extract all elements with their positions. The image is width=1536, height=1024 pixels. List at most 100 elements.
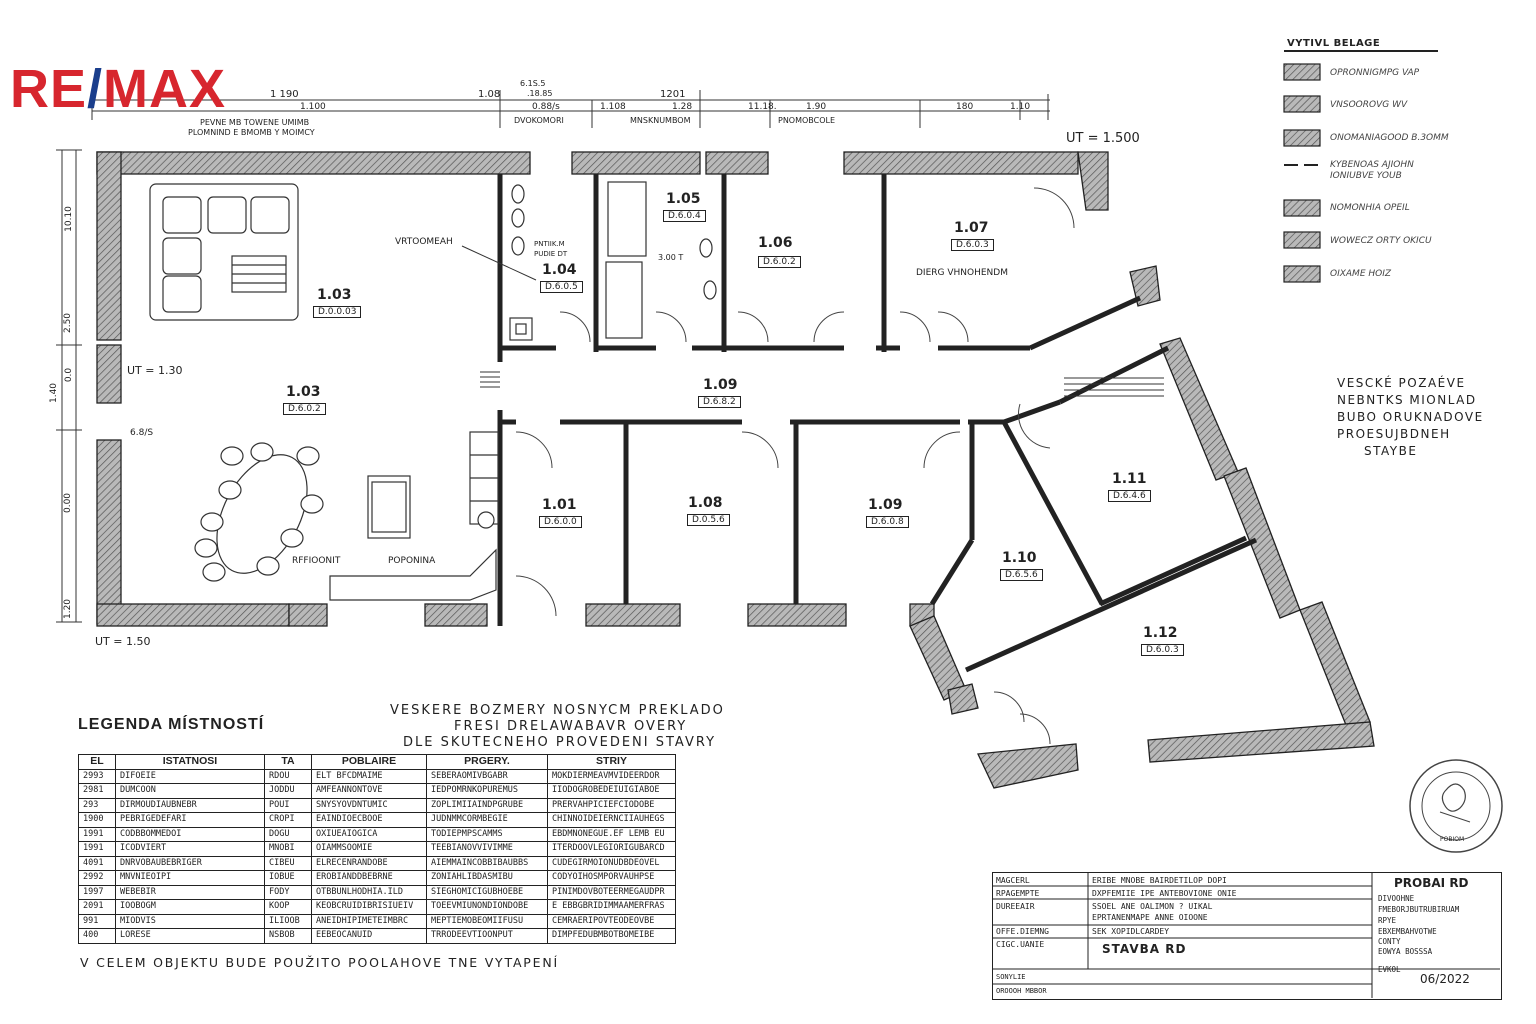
legend-cell: SNYSYOVDNTUMIC (311, 797, 427, 813)
legend-cell: CEMRAERIPOVTEODEOVBE (547, 913, 676, 929)
ut-label-top: UT = 1.500 (1066, 131, 1140, 146)
door-swings (515, 187, 1075, 745)
legend-cell: NSBOB (264, 928, 312, 944)
key-item-6: WOWECZ ORTY OKICU (1330, 236, 1432, 246)
tb-value: EPRTANENMAPE ANNE OIOONE (1092, 913, 1208, 922)
ut-label-left: UT = 1.30 (127, 364, 183, 377)
label-dining: RFFIOONIT (292, 556, 341, 566)
walls (96, 151, 1375, 789)
legend-cell: FODY (264, 884, 312, 900)
left-dimension-lines (56, 149, 82, 623)
room-id-1-04: 1.04 (542, 262, 577, 278)
legend-cell: 2091 (78, 899, 116, 915)
legend-cell: ELT BFCDMAIME (311, 768, 427, 784)
tb-info: CONTY (1378, 937, 1401, 946)
room-id-1-01: 1.01 (542, 497, 577, 513)
right-note-3: BUBO ORUKNADOVE (1337, 410, 1484, 424)
heating-note: V CELEM OBJEKTU BUDE POUŽITO POOLAHOVE T… (80, 955, 559, 970)
room-id-1-10: 1.10 (1002, 550, 1037, 566)
legend-cell: DIFOEIE (115, 768, 265, 784)
legend-cell: MEPTIEMOBEOMIIFUSU (426, 913, 548, 929)
room-id-1-08: 1.08 (688, 495, 723, 511)
legend-cell: 2981 (78, 783, 116, 799)
room-id-1-11: 1.11 (1112, 471, 1147, 487)
legend-cell: KOOP (264, 899, 312, 915)
dim-row2-4: 1.28 (672, 102, 693, 112)
top-note-5: PNOMOBCOLE (778, 116, 836, 125)
room-id-1-03a: 1.03 (317, 287, 352, 303)
legend-cell: SIEGHOMICIGUBHOEBE (426, 884, 548, 900)
remax-logo: RE/MAX (10, 59, 227, 119)
legend-cell: JODDU (264, 783, 312, 799)
title-block (992, 872, 1502, 1000)
legend-cell: 1997 (78, 884, 116, 900)
label-bath-dim: 3.00 T (658, 253, 684, 262)
top-note-1: PEVNE MB TOWENE UMIMB (200, 118, 310, 127)
dim-left-4: 1.40 (49, 382, 60, 404)
room-area-1-07: D.6.0.3 (951, 239, 994, 251)
legend-cell: DIRMOUDIAUBNEBR (115, 797, 265, 813)
legend-cell: 4091 (78, 855, 116, 871)
legend-cell: OTBBUNLHODHIA.ILD (311, 884, 427, 900)
legend-cell: MNOBI (264, 841, 312, 857)
legend-cell: PRERVAHPICIEFCIODOBE (547, 797, 676, 813)
legend-cell: MOKDIERMEAVMVIDEERDOR (547, 768, 676, 784)
legend-cell: ZOPLIMIIAINDPGRUBE (426, 797, 548, 813)
label-room-107: DIERG VHNOHENDM (916, 268, 1008, 278)
stamp-seal (1409, 759, 1503, 853)
legend-cell: ITERDOOVLEGIORIGUBARCD (547, 841, 676, 857)
key-item-4: KYBENOAS AJIOHN IONIUBVE YOUB (1330, 160, 1414, 181)
legend-cell: CIBEU (264, 855, 312, 871)
dim-left-6: 1.20 (63, 598, 74, 620)
key-swatches (1283, 63, 1321, 283)
tb-value: DXPFEMIIE IPE ANTEBOVIONE ONIE (1092, 889, 1237, 898)
legend-cell: DOGU (264, 826, 312, 842)
dim-row2-5: 11.18. (748, 102, 777, 112)
tb-date-label: EVKOL (1378, 965, 1401, 974)
tb-label: CIGC.UANIE (996, 940, 1045, 949)
room-id-1-09: 1.09 (868, 497, 903, 513)
legend-cell: OXIUEAIOGICA (311, 826, 427, 842)
legend-header-cell: PRGERY. (426, 754, 548, 770)
legend-cell: OIAMMSOOMIE (311, 841, 427, 857)
room-area-1-11: D.6.4.6 (1108, 490, 1151, 502)
legend-cell: KEOBCRUIDIBRISIUEIV (311, 899, 427, 915)
dim-top-small-2: .18.85 (527, 89, 553, 98)
room-id-1-09-hall: 1.09 (703, 377, 738, 393)
legend-cell: RDOU (264, 768, 312, 784)
legend-cell: WEBEBIR (115, 884, 265, 900)
room-area-1-05: D.6.0.4 (663, 210, 706, 222)
legend-cell: DNRVOBAUBEBRIGER (115, 855, 265, 871)
dims-note-1: VESKERE BOZMERY NOSNYCM PREKLADO (390, 703, 725, 718)
dim-top-1: 1 190 (270, 89, 299, 100)
legend-title: LEGENDA MÍSTNOSTÍ (78, 716, 265, 733)
ut-label-bottom: UT = 1.50 (95, 635, 151, 648)
legend-cell: MIODVIS (115, 913, 265, 929)
legend-cell: TOEEVMIUNONDIONDOBE (426, 899, 548, 915)
label-wc-note-1: PNTIIK.M (534, 240, 565, 248)
dim-left-2: 2.50 (63, 312, 74, 334)
legend-cell: IEDPOMRNKOPUREMUS (426, 783, 548, 799)
legend-cell: ZONIAHLIBDASMIBU (426, 870, 548, 886)
legend-cell: LORESE (115, 928, 265, 944)
tb-info: EOWYA BOSSSA (1378, 947, 1433, 956)
legend-cell: 2993 (78, 768, 116, 784)
legend-cell: EBDMNONEGUE.EF LEMB EU (547, 826, 676, 842)
stamp-text: POBIOM (1440, 836, 1465, 843)
key-item-3: ONOMANIAGOOD B.3OMM (1330, 133, 1449, 143)
top-dimension-lines (91, 90, 1050, 128)
dim-left-5: 0.00 (63, 492, 74, 514)
label-kitchen: POPONINA (388, 556, 436, 566)
legend-cell: DUMCOON (115, 783, 265, 799)
room-area-1-10: D.6.5.6 (1000, 569, 1043, 581)
